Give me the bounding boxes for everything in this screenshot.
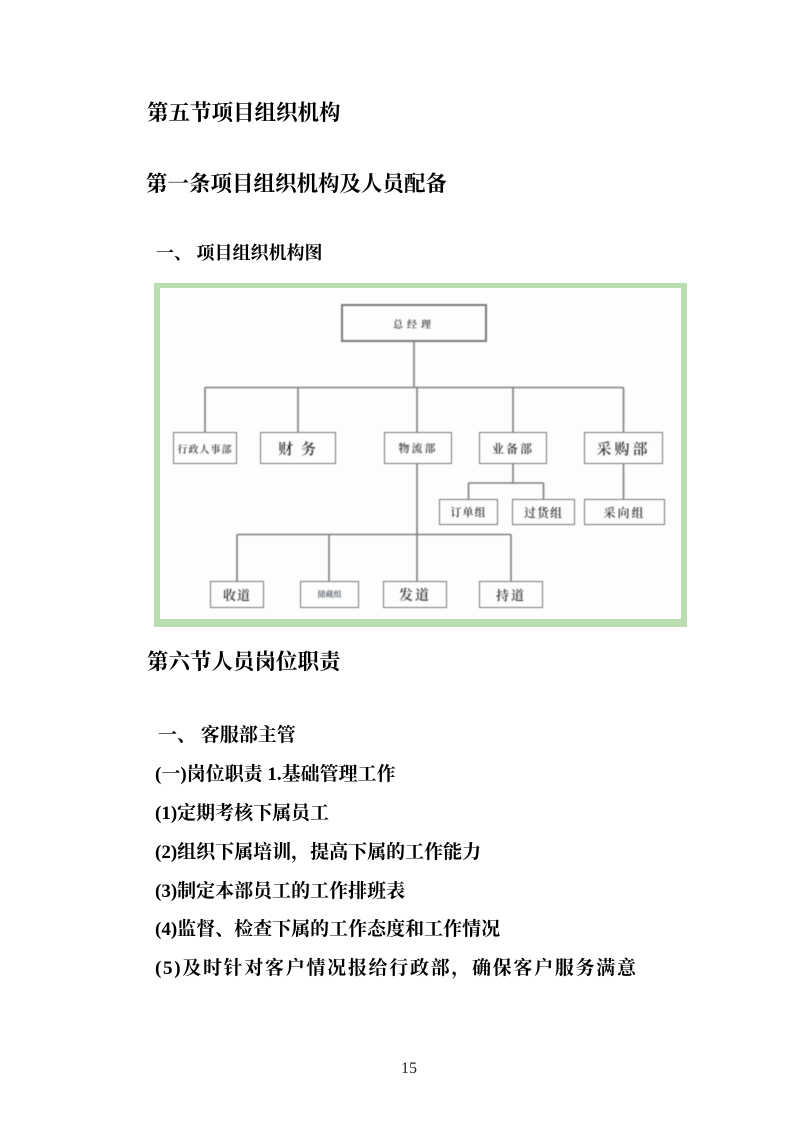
org-node-receiving-label: 收道 — [222, 588, 251, 603]
org-node-hr: 行政人事部 — [173, 432, 237, 464]
duty-line-3: (3)制定本部员工的工作排班表 — [155, 881, 406, 902]
org-node-purchasing-label: 采购部 — [596, 441, 651, 458]
org-node-logistics-label: 物流部 — [398, 443, 438, 455]
org-node-holding: 持道 — [479, 581, 543, 608]
org-node-sourcing-group: 采向组 — [584, 499, 665, 525]
org-node-holding-label: 持道 — [495, 588, 526, 603]
duty-line-0: (一)岗位职责 1.基础管理工作 — [155, 764, 396, 785]
org-node-storage: 储藏组 — [300, 581, 359, 608]
org-node-shipping: 发道 — [383, 581, 447, 608]
article1-heading: 第一条项目组织机构及人员配备 — [146, 172, 448, 196]
org-node-sourcing-group-label: 采向组 — [603, 505, 646, 520]
org-node-order-group-label: 订单组 — [450, 507, 487, 519]
org-node-business-label: 业备部 — [491, 441, 534, 456]
org-chart-connectors — [204, 342, 625, 581]
org-chart-figure: 总经理 行政人事部 财 务 物流部 业备部 采购部 订单组 过货组 采向组 收道… — [154, 283, 687, 627]
org-node-order-group: 订单组 — [439, 499, 498, 525]
section6-heading: 第六节人员岗位职责 — [147, 650, 341, 674]
duty-line-2: (2)组织下属培训，提高下属的工作能力 — [155, 842, 482, 863]
section5-heading: 第五节项目组织机构 — [147, 101, 341, 125]
org-node-receiving: 收道 — [210, 581, 264, 608]
org-node-ceo: 总经理 — [341, 304, 487, 342]
org-node-finance-label: 财 务 — [278, 441, 318, 458]
org-node-hr-label: 行政人事部 — [177, 444, 233, 456]
org-node-ceo-label: 总经理 — [393, 319, 435, 331]
item1-heading: 一、 项目组织机构图 — [156, 243, 323, 263]
org-node-inbound-group: 过货组 — [512, 499, 575, 525]
org-chart-canvas: 总经理 行政人事部 财 务 物流部 业备部 采购部 订单组 过货组 采向组 收道… — [160, 288, 681, 619]
org-node-purchasing: 采购部 — [584, 432, 663, 464]
duty-line-5: (5)及时针对客户情况报给行政部，确保客户服务满意 — [155, 958, 638, 979]
page-number: 15 — [401, 1060, 417, 1077]
org-node-inbound-group-label: 过货组 — [523, 505, 563, 520]
org-node-business: 业备部 — [479, 432, 547, 464]
org-node-storage-label: 储藏组 — [317, 590, 342, 599]
manager-heading: 一、 客服部主管 — [158, 725, 296, 746]
duty-line-4: (4)监督、检查下属的工作态度和工作情况 — [155, 919, 501, 940]
org-node-logistics: 物流部 — [384, 432, 452, 464]
org-node-finance: 财 务 — [260, 432, 336, 464]
duty-line-1: (1)定期考核下属员工 — [155, 803, 330, 824]
org-node-shipping-label: 发道 — [399, 588, 431, 604]
